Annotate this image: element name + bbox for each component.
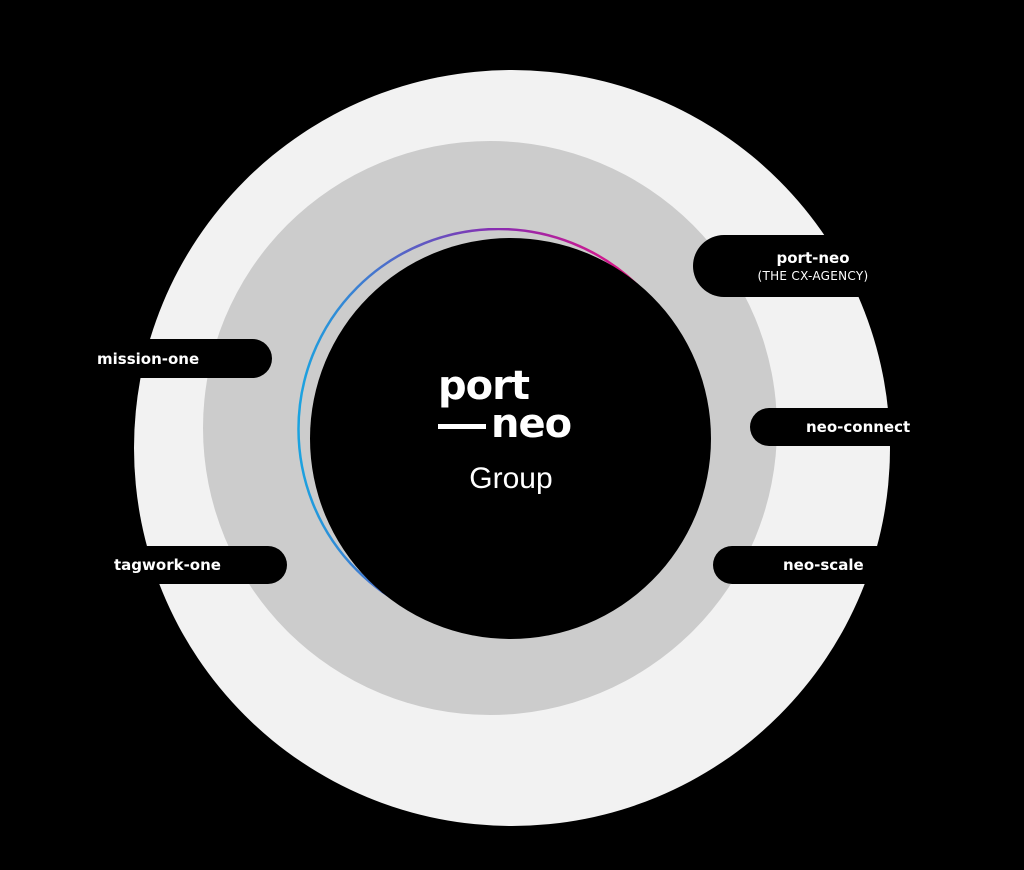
node-label: neo-scale bbox=[783, 556, 864, 574]
node-sublabel: (THE CX-AGENCY) bbox=[757, 269, 869, 283]
node-tagwork-one[interactable]: tagwork-one bbox=[0, 546, 287, 584]
node-neo-scale[interactable]: neo-scale bbox=[713, 546, 1024, 584]
port-neo-logo: port neo bbox=[438, 364, 588, 452]
group-label: Group bbox=[469, 462, 553, 495]
node-label: mission-one bbox=[97, 349, 200, 368]
node-label: tagwork-one bbox=[114, 556, 221, 574]
node-label: neo-connect bbox=[806, 418, 911, 436]
logo-port-text: port bbox=[438, 363, 530, 409]
node-neo-connect[interactable]: neo-connect bbox=[750, 408, 1024, 446]
node-port-neo[interactable]: port-neo (THE CX-AGENCY) bbox=[693, 235, 1024, 297]
logo-neo-text: neo bbox=[491, 401, 572, 447]
core-circle bbox=[310, 238, 711, 639]
node-mission-one[interactable]: mission-one bbox=[0, 339, 272, 378]
logo-dash bbox=[438, 424, 486, 429]
node-label: port-neo bbox=[776, 249, 850, 267]
